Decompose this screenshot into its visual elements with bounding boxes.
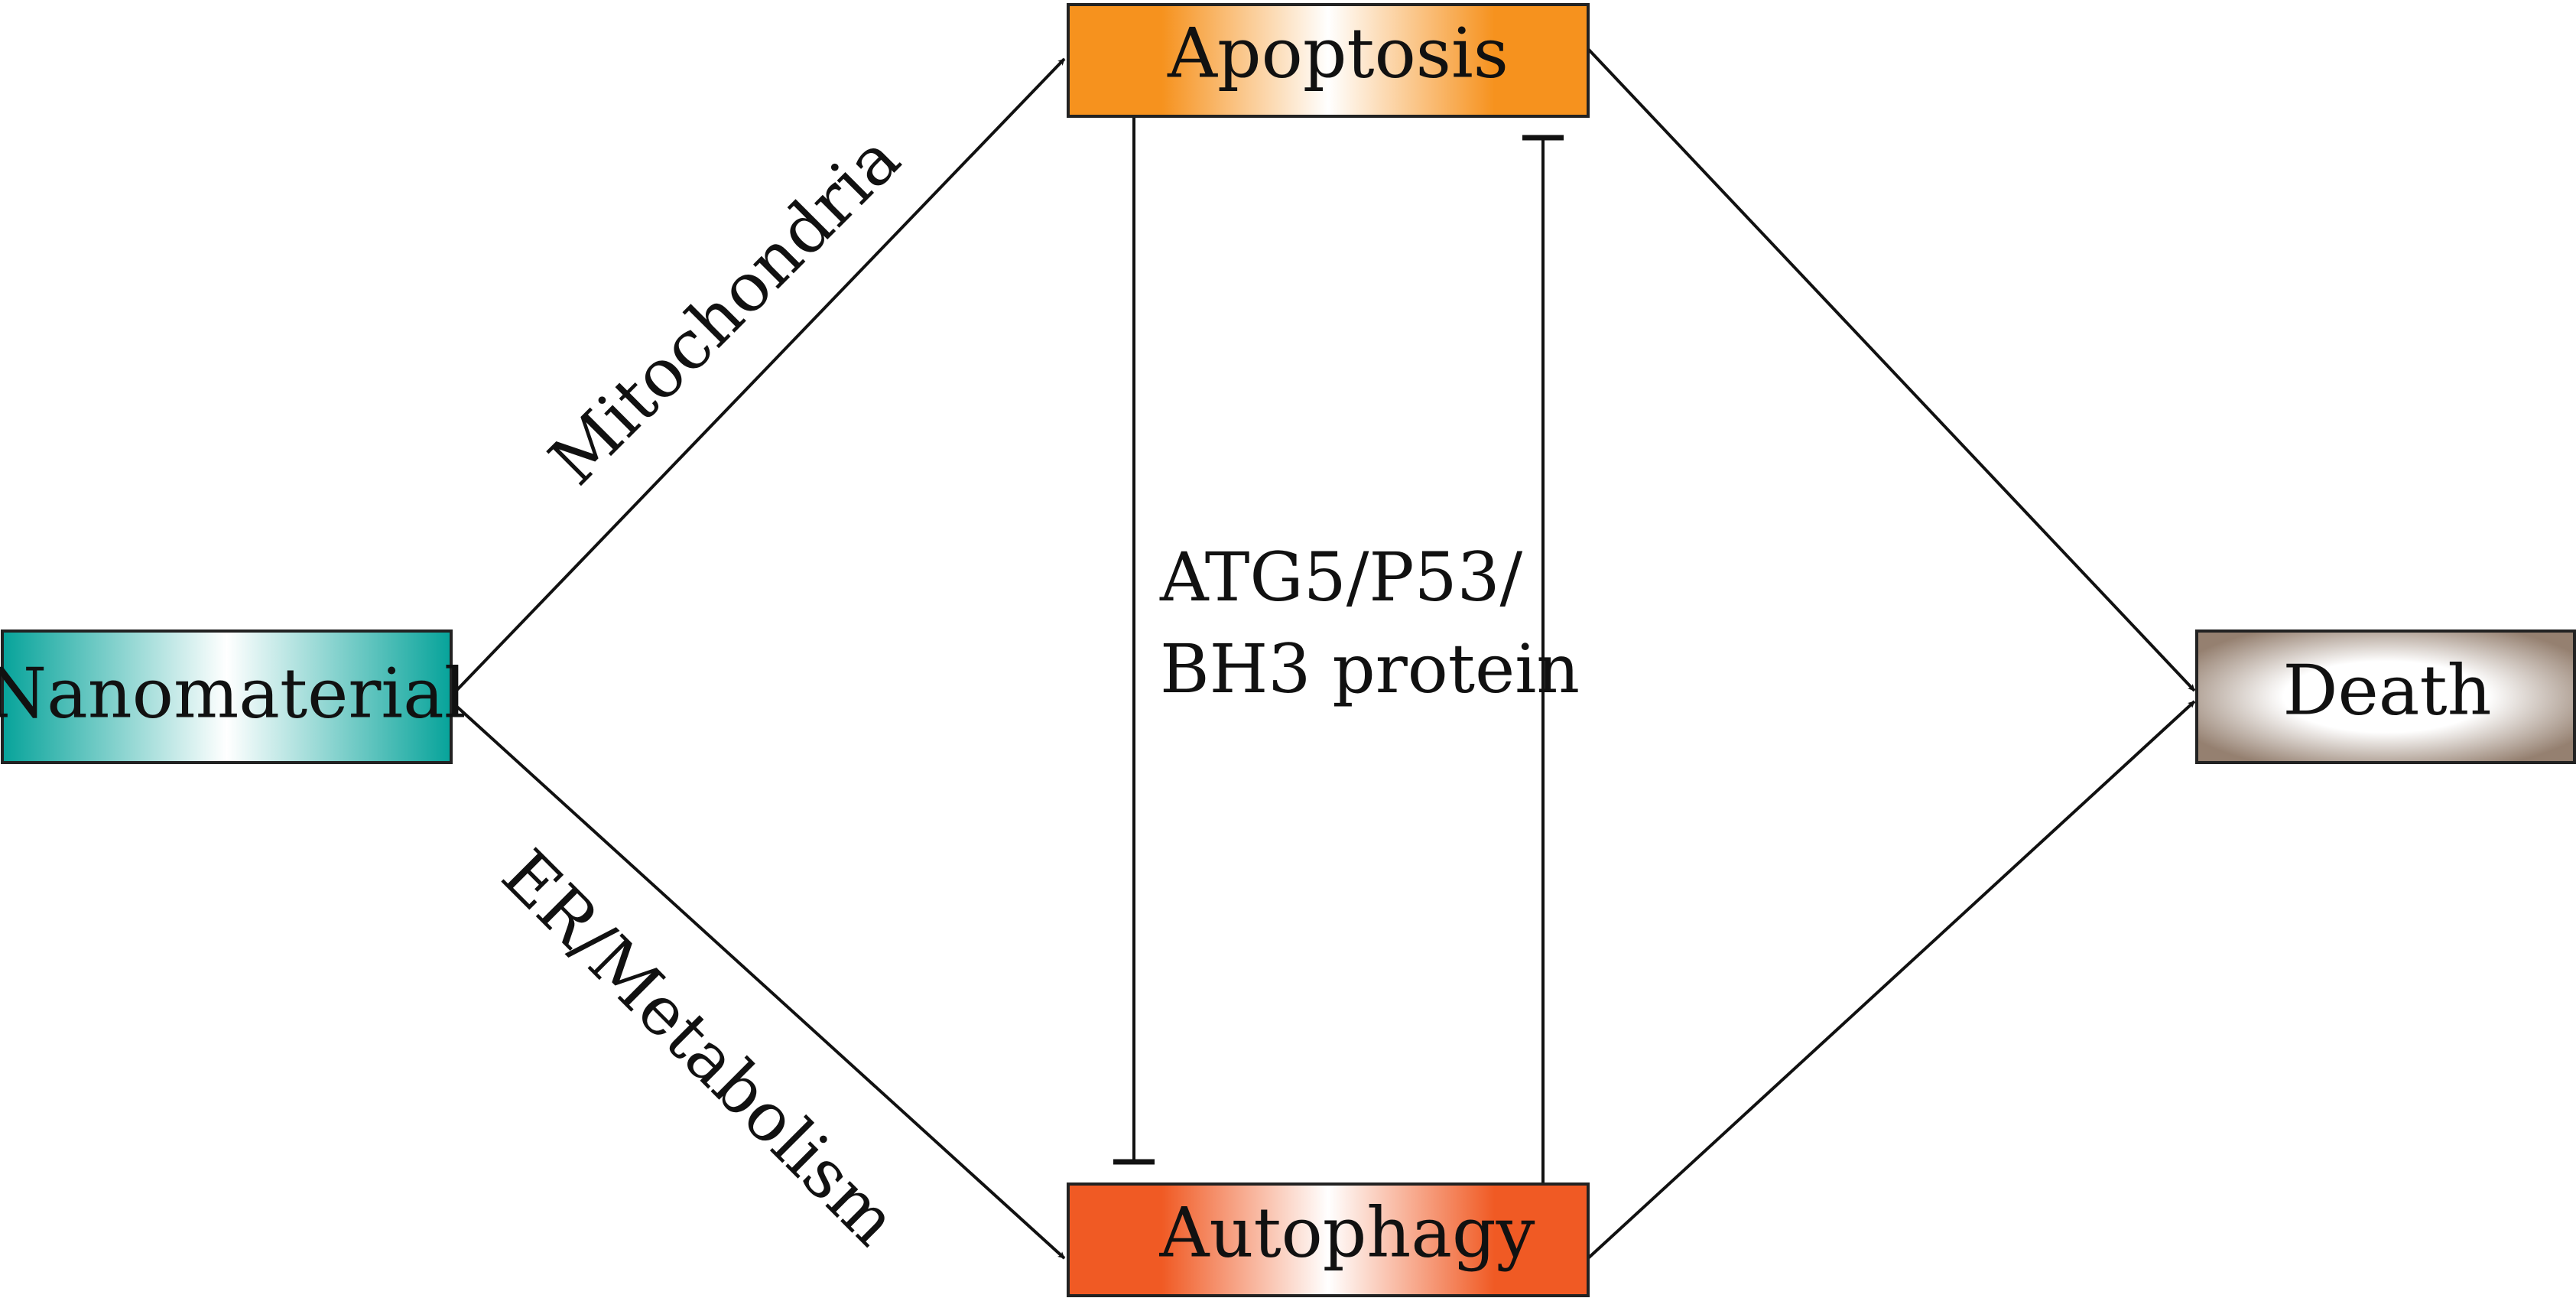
autophagy-label: Autophagy <box>1158 1192 1535 1273</box>
crosstalk-label-line1: ATG5/P53/ <box>1159 538 1523 616</box>
er-metabolism-label: ER/Metabolism <box>487 834 913 1261</box>
autophagy-inhibits-apoptosis <box>1522 135 1564 1183</box>
autophagy-node: Autophagy <box>1067 1183 1590 1297</box>
apoptosis-label: Apoptosis <box>1167 13 1509 93</box>
apoptosis-node: Apoptosis <box>1067 3 1590 118</box>
mitochondria-arrow <box>450 57 1066 698</box>
er-metabolism-arrow <box>450 700 1066 1260</box>
death-label: Death <box>2282 650 2491 730</box>
crosstalk-label-line2: BH3 protein <box>1160 629 1580 708</box>
nanomaterial-node: Nanomaterial <box>0 629 466 764</box>
death-node: Death <box>2195 629 2576 764</box>
autophagy-to-death-arrow <box>1587 700 2196 1260</box>
nanomaterial-label: Nanomaterial <box>0 653 466 734</box>
mitochondria-label: Mitochondria <box>534 119 915 500</box>
apoptosis-inhibits-autophagy <box>1113 117 1155 1165</box>
apoptosis-to-death-arrow <box>1587 47 2196 692</box>
